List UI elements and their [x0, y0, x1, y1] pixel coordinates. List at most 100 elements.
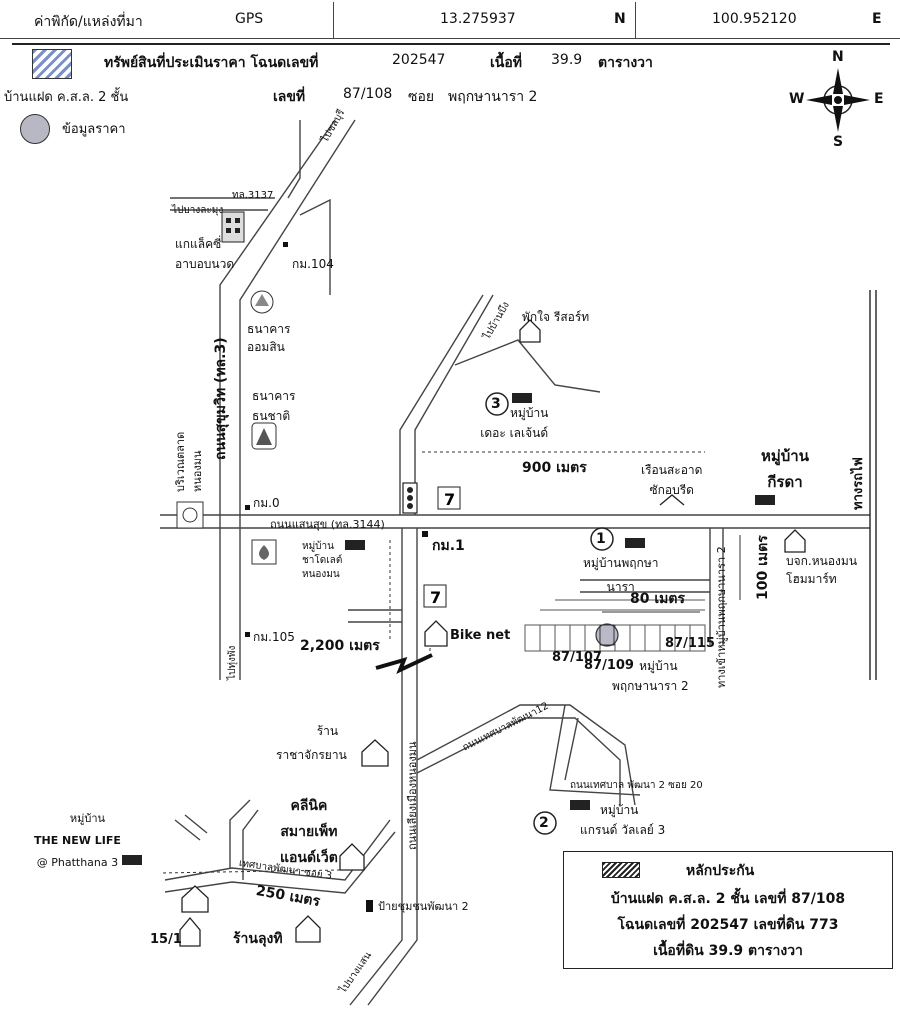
pruksa2-label: หมู่บ้านพฤกษานารา 2 — [612, 659, 689, 693]
km-markers — [245, 242, 428, 637]
lungti-label: ร้านลุงทิ — [233, 931, 283, 947]
pruksa-village-icon — [625, 538, 645, 548]
side-street — [348, 609, 402, 623]
price-info-circle — [20, 114, 50, 144]
collateral-legend: หลักประกัน บ้านแฝด ค.ส.ล. 2 ชั้น เลขที่ … — [563, 851, 893, 969]
lot-107-label: 87/107 — [552, 650, 602, 665]
marker-1: 1 — [596, 531, 606, 547]
house-type: บ้านแฝด ค.ส.ล. 2 ชั้น — [4, 90, 129, 105]
clean-house-icon — [659, 494, 685, 506]
soi20-label: ถนนเทศบาล พัฒนา 2 ซอย 20 — [570, 780, 703, 791]
house-151-label: 15/1 — [150, 932, 182, 947]
distance-break-mark — [375, 653, 433, 674]
svg-text:7: 7 — [430, 588, 441, 607]
pruksa-inner — [580, 579, 710, 593]
subject-hatch-swatch — [32, 49, 72, 79]
railway-line — [869, 290, 877, 680]
km1-marker — [422, 531, 428, 537]
header-sep-1 — [333, 2, 334, 38]
to-banglamung-label: ไปบางละมุง — [172, 205, 224, 216]
km104-marker — [283, 242, 288, 247]
chalet-label: หมู่บ้านชาโดเลต์หนองมน — [302, 541, 343, 580]
resort-label: พักใจ รีสอร์ท — [522, 310, 590, 324]
compass-n: N — [832, 49, 844, 65]
sukhumvit-road-right — [239, 119, 356, 680]
village-icons — [122, 393, 775, 865]
price-info-label: ข้อมูลราคา — [62, 122, 126, 137]
seven-eleven-icon-2: 7 — [423, 584, 447, 608]
clean-house-label: เรือนสะอาดซักอบรีด — [641, 463, 703, 497]
km105-marker — [245, 632, 250, 637]
area-unit: ตารางวา — [598, 55, 653, 71]
resort-lane — [454, 339, 601, 393]
raja-shop-label: ร้านราชาจักรยาน — [276, 724, 347, 762]
raja-house-icon — [361, 739, 389, 767]
bus-stop-label: ป้ายชุมชนพัฒนา 2 — [378, 900, 469, 913]
km0-marker — [245, 505, 250, 510]
bikenet-house-icon — [424, 620, 448, 647]
distance-900-label: 900 เมตร — [522, 460, 587, 476]
latitude-value: 13.275937 — [440, 11, 516, 27]
marker-2: 2 — [539, 815, 549, 831]
legend-hatch-swatch — [602, 862, 640, 878]
coord-label: ค่าพิกัด/แหล่งที่มา — [34, 14, 143, 30]
numbered-markers — [485, 392, 614, 835]
homemart-house-icon — [784, 529, 806, 553]
soi-3-spur — [174, 814, 208, 841]
grand-valley-label: หมู่บ้านแกรนด์ วัลเลย์ 3 — [580, 803, 666, 837]
coord-source: GPS — [235, 11, 264, 27]
longitude-direction: E — [872, 11, 882, 27]
longitude-value: 100.952120 — [712, 11, 797, 27]
gsb-logo-icon — [250, 290, 274, 314]
soi-3-branch — [229, 799, 259, 880]
newlife-label: หมู่บ้าน THE NEW LIFE @ Phatthana 3 — [34, 812, 121, 869]
soi-label: ซอย — [408, 89, 435, 105]
header-sep-2 — [635, 2, 636, 38]
distance-2200-label: 2,200 เมตร — [300, 638, 380, 654]
upper-branch — [287, 120, 331, 295]
market-icon — [176, 501, 204, 529]
to-tantaklaeng-label: ไปทุ่งพัง — [227, 645, 238, 680]
bikenet-label: Bike net — [450, 628, 511, 643]
km105-label: กม.105 — [253, 630, 295, 644]
area-label: เนื้อที่ — [490, 55, 522, 71]
nongmon-road-label: ถนนเลียงเมืองหนองมน — [406, 741, 419, 850]
legend-village-label: หมู่บ้านเดอะ เลเจ้นด์ — [480, 406, 549, 440]
house-151-top-icon — [181, 885, 209, 913]
pruksa-village-label: หมู่บ้านพฤกษานารา — [583, 556, 659, 594]
soi-value: พฤกษานารา 2 — [448, 89, 538, 105]
newlife-village-icon — [122, 855, 142, 865]
compass-e: E — [874, 91, 884, 107]
bus-stop-icon — [366, 900, 373, 912]
house-151-icon — [179, 916, 201, 947]
lungti-house-icon — [295, 915, 321, 943]
massage-label: แกแล็คซี่อาบอบนวด — [175, 237, 235, 271]
road-3137 — [170, 197, 275, 211]
railway-label: ทางรถไฟ — [851, 457, 866, 510]
road-network — [160, 119, 870, 1006]
homemart-label: บจก.หนองมนโฮมมาร์ท — [786, 554, 858, 586]
grand-valley-icon — [570, 800, 590, 810]
kbank-logo-icon — [251, 539, 277, 565]
svg-text:7: 7 — [444, 490, 455, 509]
km0-label: กม.0 — [253, 496, 280, 510]
compass-w: W — [789, 91, 805, 107]
header-divider — [0, 38, 900, 39]
sukhumvit-label: ถนนสุขุมวิท (ทล.3) — [213, 337, 229, 460]
legend-line-2: โฉนดเลขที่ 202547 เลขที่ดิน 773 — [617, 917, 839, 933]
area-value: 39.9 — [551, 52, 583, 68]
lot-109-label: 87/109 — [584, 658, 634, 673]
clinic-house-icon — [339, 843, 365, 871]
soi-3 — [164, 819, 396, 894]
house-no-label: เลขที่ — [273, 89, 306, 105]
clinic-label: คลีนิคสมายเพ็ทแอนด์เว็ต — [280, 798, 338, 866]
legend-village-icon — [512, 393, 532, 403]
house-no-value: 87/108 — [343, 86, 393, 102]
legend-line-1: บ้านแฝด ค.ส.ล. 2 ชั้น เลขที่ 87/108 — [610, 891, 846, 907]
soi-20 — [549, 704, 641, 796]
road-3137-label: ทล.3137 — [232, 190, 274, 201]
sukhumvit-road-left — [219, 119, 336, 680]
saensuk-road — [160, 514, 870, 529]
distance-80-label: 80 เมตร — [630, 591, 685, 607]
